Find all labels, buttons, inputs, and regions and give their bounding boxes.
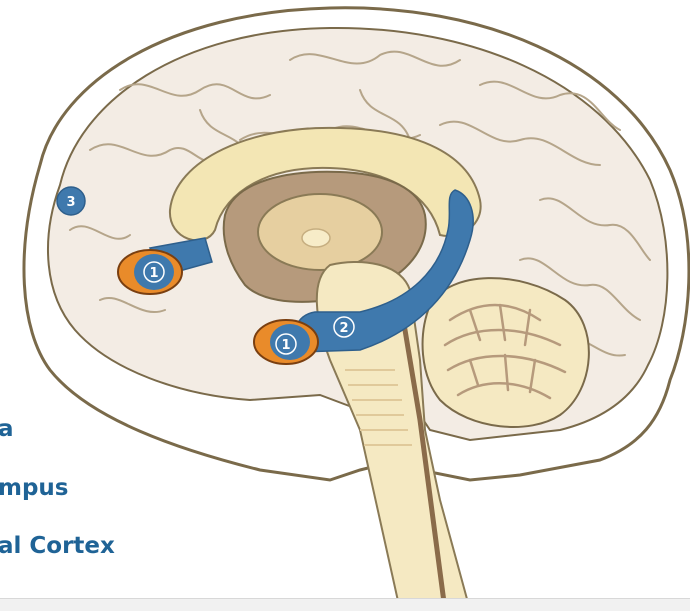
legend-item-2: mpus <box>0 477 69 500</box>
hippocampus-marker: 2 <box>334 317 354 337</box>
cerebellum <box>423 278 589 427</box>
amygdala-marker-front: 1 <box>118 250 182 294</box>
marker-label-hippocampus: 2 <box>339 321 348 336</box>
marker-label-prefrontal: 3 <box>66 195 75 210</box>
legend-item-3: al Cortex <box>0 535 115 558</box>
marker-label-front: 1 <box>149 266 158 281</box>
prefrontal-marker: 3 <box>57 187 85 215</box>
thalamus-core <box>302 229 330 247</box>
marker-label-mid: 1 <box>281 338 290 353</box>
legend-item-1: a <box>0 418 14 441</box>
bottom-bar <box>0 598 690 611</box>
amygdala-marker-mid: 1 <box>254 320 318 364</box>
